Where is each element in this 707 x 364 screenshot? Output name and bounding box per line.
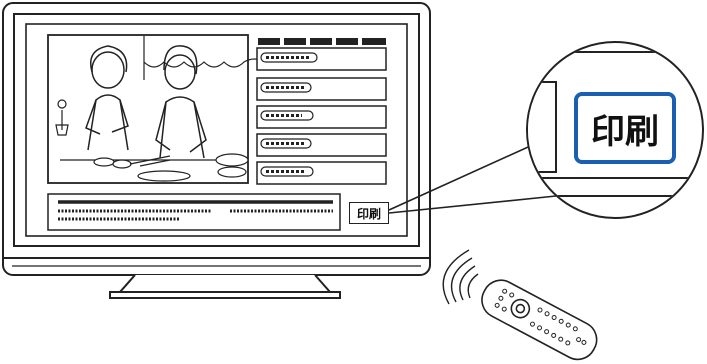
menu-item[interactable]	[257, 106, 386, 128]
text-area	[48, 194, 340, 230]
signal-waves-icon	[443, 250, 478, 304]
print-button[interactable]: 印刷	[349, 202, 389, 224]
menu-header-blocks	[258, 38, 386, 45]
print-button-zoomed[interactable]: 印刷	[574, 92, 676, 164]
menu-item[interactable]	[257, 48, 386, 70]
menu-item[interactable]	[257, 162, 386, 184]
video-frame	[48, 35, 266, 183]
menu-items	[257, 48, 386, 184]
menu-item[interactable]	[257, 134, 386, 156]
remote-control-icon	[476, 274, 603, 364]
menu-item[interactable]	[257, 78, 386, 100]
